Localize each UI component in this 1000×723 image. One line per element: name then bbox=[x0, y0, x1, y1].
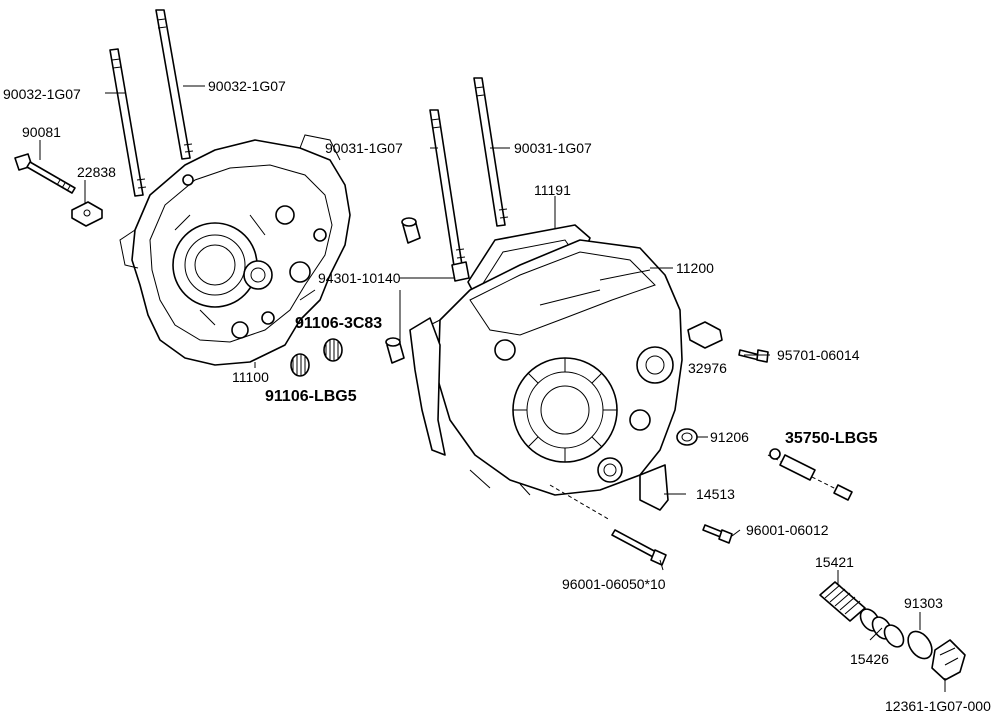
right-crankcase-11200 bbox=[414, 239, 683, 496]
stud-90031-b bbox=[473, 77, 509, 227]
label-cover-32976: 32976 bbox=[688, 360, 727, 376]
label-bolt-95701: 95701-06014 bbox=[777, 347, 860, 363]
oring-91303 bbox=[907, 630, 933, 660]
switch-35750 bbox=[767, 448, 853, 501]
clamp-22838 bbox=[71, 201, 103, 227]
label-bearing-91106-lbg5: 91106-LBG5 bbox=[265, 388, 357, 405]
stud-90032-a bbox=[109, 48, 147, 197]
label-bearing-91106-3c83: 91106-3C83 bbox=[295, 315, 382, 332]
label-bolt-96001-06012: 96001-06012 bbox=[746, 522, 829, 538]
left-crankcase-11100 bbox=[119, 134, 351, 366]
bolt-95701 bbox=[738, 349, 769, 363]
cover-32976 bbox=[687, 321, 723, 349]
label-seal-91206: 91206 bbox=[710, 429, 749, 445]
dowel-94301-a bbox=[401, 217, 421, 244]
label-stud-90032-a: 90032-1G07 bbox=[3, 86, 81, 102]
dowel-94301-b bbox=[385, 337, 405, 364]
plug-12361 bbox=[931, 639, 966, 681]
stud-90032-b bbox=[155, 9, 194, 160]
label-bracket-14513: 14513 bbox=[696, 486, 735, 502]
leader-lines bbox=[39, 85, 946, 692]
label-clamp-22838: 22838 bbox=[77, 164, 116, 180]
label-stud-90031-b: 90031-1G07 bbox=[514, 140, 592, 156]
bolt-96001-06012 bbox=[702, 524, 733, 544]
label-bolt-90081: 90081 bbox=[22, 124, 61, 140]
bearing-91106-3c83 bbox=[323, 338, 343, 362]
label-crankcase-11200: 11200 bbox=[676, 260, 714, 276]
label-crankcase-11100: 11100 bbox=[232, 369, 269, 385]
label-switch-35750: 35750-LBG5 bbox=[785, 430, 878, 447]
side-gasket bbox=[409, 317, 446, 456]
label-oring-91303: 91303 bbox=[904, 595, 943, 611]
bracket-14513 bbox=[639, 464, 669, 511]
label-dowel-94301: 94301-10140 bbox=[318, 270, 401, 286]
label-spring-15426: 15426 bbox=[850, 651, 889, 667]
bolt-90081 bbox=[14, 153, 76, 194]
bearing-91106-lbg5 bbox=[290, 353, 310, 377]
strainer-15421 bbox=[819, 581, 866, 622]
bolt-96001-06050 bbox=[549, 484, 667, 566]
label-gasket-11191: 11191 bbox=[534, 182, 571, 198]
label-plug-12361: 12361-1G07-000 bbox=[885, 698, 991, 714]
stud-90031-a bbox=[429, 109, 470, 282]
labels: 90032-1G07 90032-1G07 90081 22838 90031-… bbox=[3, 78, 991, 714]
label-stud-90032-b: 90032-1G07 bbox=[208, 78, 286, 94]
label-strainer-15421: 15421 bbox=[815, 554, 854, 570]
seal-91206 bbox=[676, 428, 698, 446]
label-bolt-96001-06050: 96001-06050*10 bbox=[562, 576, 666, 592]
label-stud-90031-a: 90031-1G07 bbox=[325, 140, 403, 156]
